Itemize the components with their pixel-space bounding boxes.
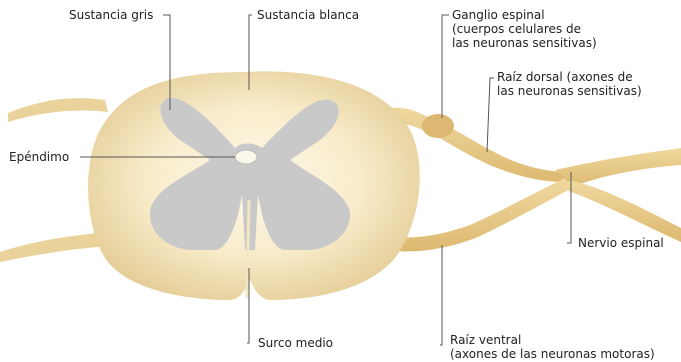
- leader-raiz-dorsal: [487, 78, 494, 152]
- label-raiz-dorsal-2: las neuronas sensitivas): [497, 84, 642, 98]
- central-canal: [235, 150, 257, 164]
- label-nervio-espinal: Nervio espinal: [578, 236, 664, 250]
- label-sustancia-gris: Sustancia gris: [69, 8, 153, 22]
- spinal-nerve-lower: [566, 180, 681, 242]
- spinal-nerve: [555, 148, 681, 186]
- label-ganglio-1: Ganglio espinal: [452, 8, 545, 22]
- label-raiz-ventral-1: Raíz ventral: [450, 333, 521, 347]
- label-raiz-dorsal-1: Raíz dorsal (axones de: [497, 70, 633, 84]
- left-ventral-rootlets: [0, 232, 112, 262]
- left-dorsal-rootlets: [8, 98, 108, 122]
- label-ependimo: Epéndimo: [9, 150, 69, 164]
- label-ganglio-2: (cuerpos celulares de: [452, 22, 581, 36]
- label-ganglio-3: las neuronas sensitivas): [452, 36, 597, 50]
- label-sustancia-blanca: Sustancia blanca: [257, 8, 359, 22]
- label-surco-medio: Surco medio: [258, 336, 333, 350]
- spinal-ganglion: [422, 114, 454, 138]
- leader-ganglio: [442, 15, 449, 118]
- leader-raiz-ventral: [440, 245, 442, 345]
- label-raiz-ventral-2: (axones de las neuronas motoras): [450, 347, 655, 361]
